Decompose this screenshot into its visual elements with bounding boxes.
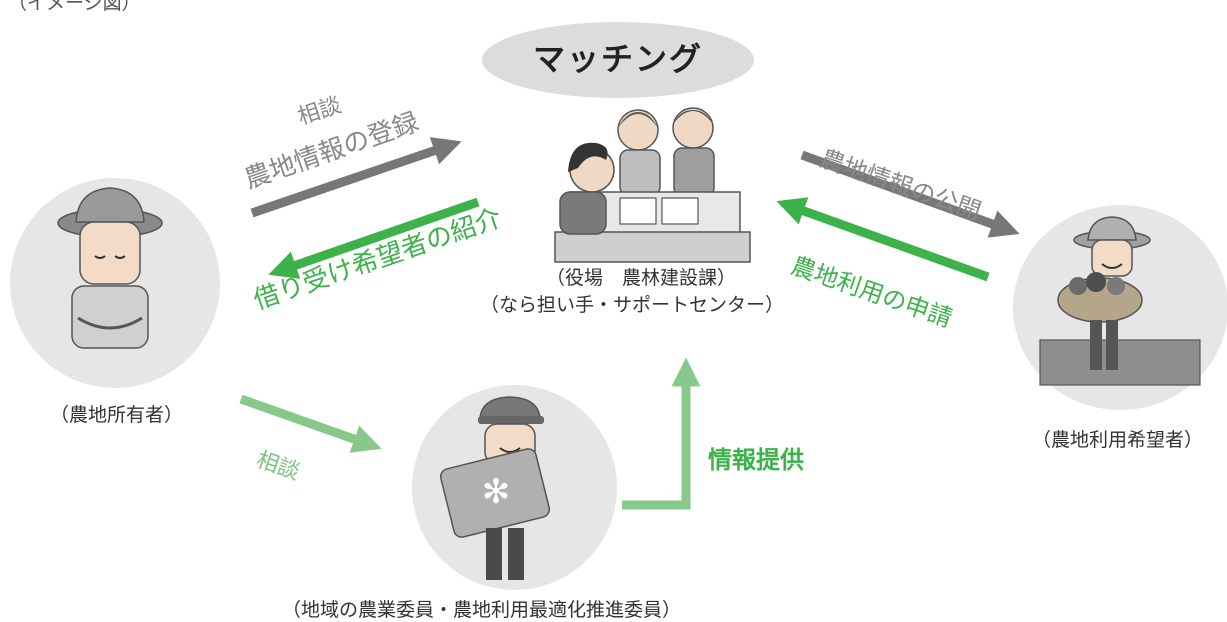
matching-cloud [482,22,754,98]
svg-text:✻: ✻ [482,472,511,512]
diagram-title: （イメージ図） [8,0,141,14]
label-info-provide: 情報提供 [708,446,804,474]
center-caption-line1: （役場 農林建設課） [546,267,737,289]
arrow-register [250,137,462,218]
committee-caption: （地域の農業委員・農地利用最適化推進委員） [282,599,682,621]
owner-illustration [57,187,163,349]
user-illustration [1039,216,1201,386]
office-illustration [554,107,751,263]
committee-illustration: ✻ [439,396,551,580]
matching-title: マッチング [532,40,703,78]
user-caption: （農地利用希望者） [1032,429,1204,451]
arrow-committee-consult [239,394,382,453]
arrow-apply [776,197,990,282]
arrow-introduction [268,197,480,279]
arrow-info-provide [622,357,701,510]
center-caption-line2: （なら担い手・サポートセンター） [480,294,785,316]
arrow-publish [800,150,1020,238]
owner-caption: （農地所有者） [50,404,184,426]
